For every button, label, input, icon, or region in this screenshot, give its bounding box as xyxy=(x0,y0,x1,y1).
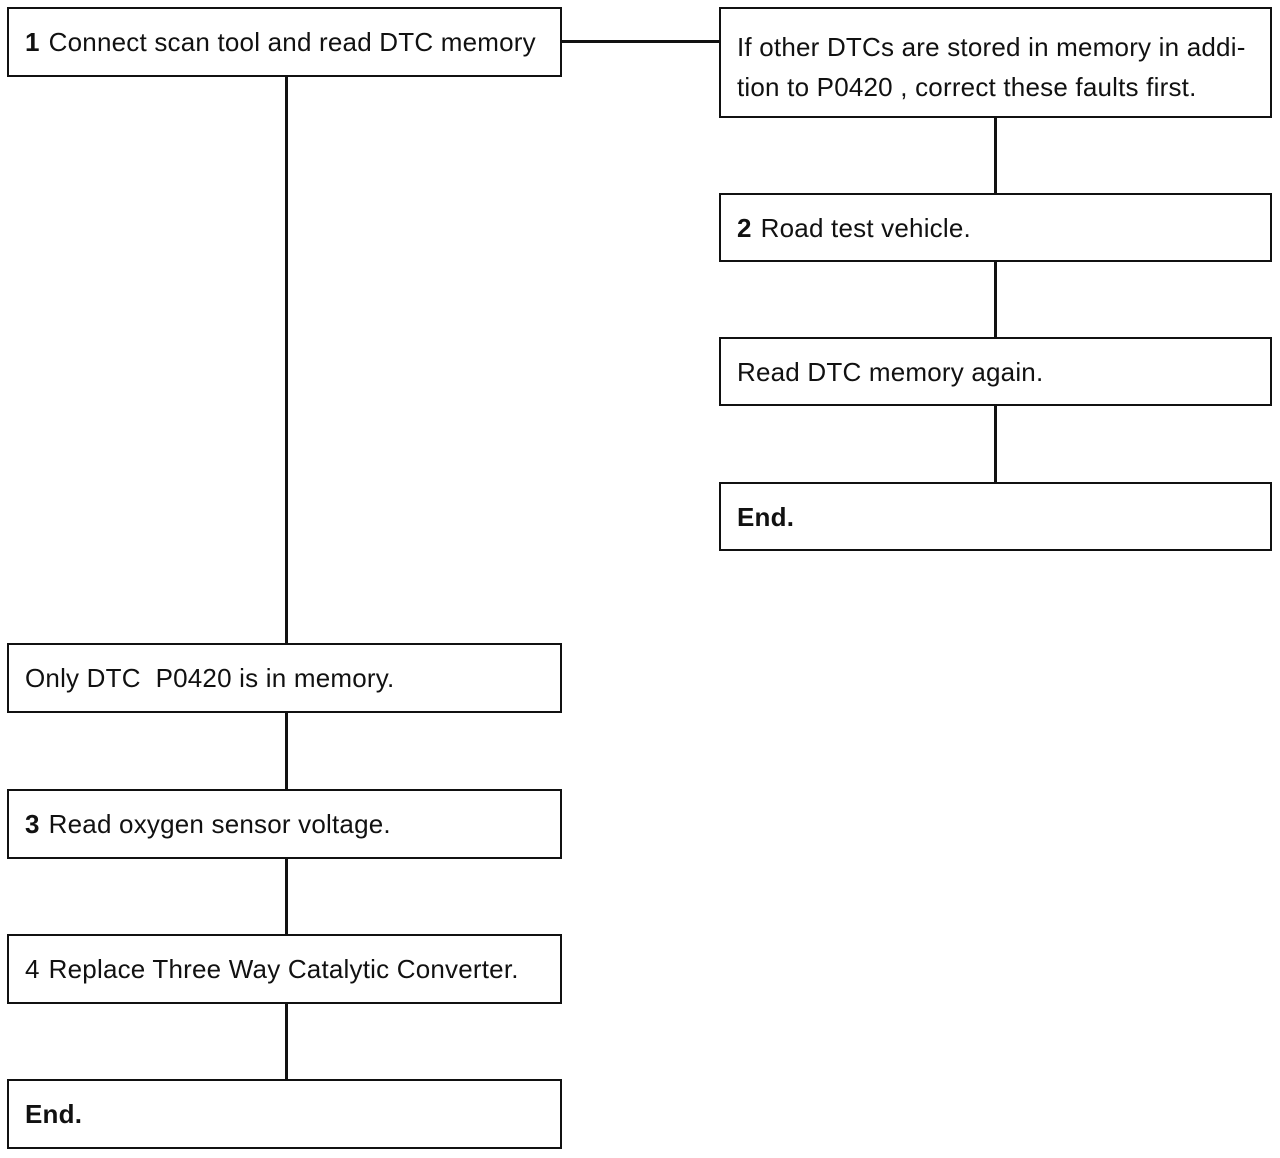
other-dtcs-line-2: tion to P0420 , correct these faults fir… xyxy=(737,72,1197,102)
step-4-text: Replace Three Way Catalytic Converter. xyxy=(48,954,519,984)
only-dtc-box: Only DTC P0420 is in memory. xyxy=(7,643,562,713)
step-2-box: 2 Road test vehicle. xyxy=(719,193,1272,262)
end-right-text: End. xyxy=(737,501,795,532)
connector-read-again-to-end xyxy=(994,406,997,482)
step-4-number: 4 xyxy=(25,954,40,984)
step-3-text: Read oxygen sensor voltage. xyxy=(48,809,391,839)
connector-step1-to-only-dtc xyxy=(285,77,288,643)
step-3-box: 3 Read oxygen sensor voltage. xyxy=(7,789,562,859)
read-dtc-again-box: Read DTC memory again. xyxy=(719,337,1272,406)
other-dtcs-line-1: If other DTCs are stored in memory in ad… xyxy=(737,32,1246,62)
other-dtcs-text: If other DTCs are stored in memory in ad… xyxy=(737,27,1254,107)
step-4-box: 4 Replace Three Way Catalytic Converter. xyxy=(7,934,562,1004)
connector-step2-to-read-again xyxy=(994,262,997,337)
step-3-number: 3 xyxy=(25,809,40,839)
step-2-text: Road test vehicle. xyxy=(760,212,971,243)
connector-only-dtc-to-step3 xyxy=(285,713,288,789)
end-box-left: End. xyxy=(7,1079,562,1149)
connector-other-dtcs-to-step2 xyxy=(994,118,997,193)
other-dtcs-box: If other DTCs are stored in memory in ad… xyxy=(719,7,1272,118)
connector-step1-to-other-dtcs xyxy=(562,40,719,43)
step-2-number: 2 xyxy=(737,212,752,243)
only-dtc-text: Only DTC P0420 is in memory. xyxy=(25,663,395,693)
read-dtc-again-text: Read DTC memory again. xyxy=(737,356,1044,387)
end-box-right: End. xyxy=(719,482,1272,551)
step-1-box: 1 Connect scan tool and read DTC memory xyxy=(7,7,562,77)
step-1-number: 1 xyxy=(25,27,40,57)
connector-step4-to-end xyxy=(285,1004,288,1079)
connector-step3-to-step4 xyxy=(285,859,288,934)
end-left-text: End. xyxy=(25,1099,83,1129)
step-1-text: Connect scan tool and read DTC memory xyxy=(48,27,536,57)
